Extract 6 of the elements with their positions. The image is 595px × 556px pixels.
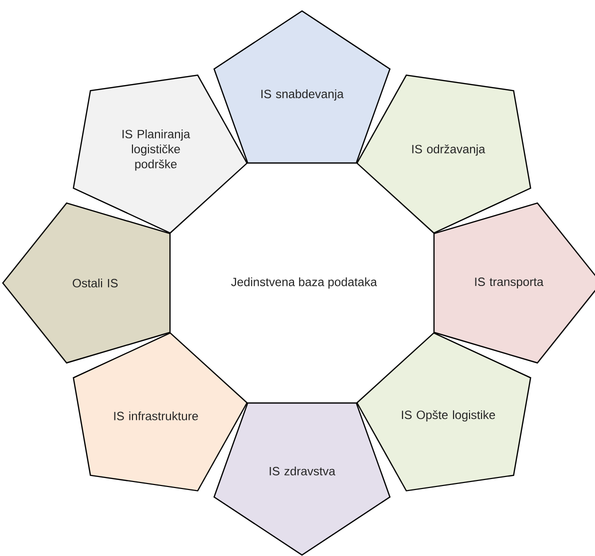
pentagon: IS Opšte logistike xyxy=(356,332,532,492)
center-label: Jedinstvena baza podataka xyxy=(231,277,378,289)
pentagon: IS održavanja xyxy=(356,74,532,234)
pentagon: IS Planiranja logističke podrške xyxy=(72,74,248,234)
pentagon: IS infrastrukture xyxy=(72,332,248,492)
pentagon: Ostali IS xyxy=(2,202,171,364)
